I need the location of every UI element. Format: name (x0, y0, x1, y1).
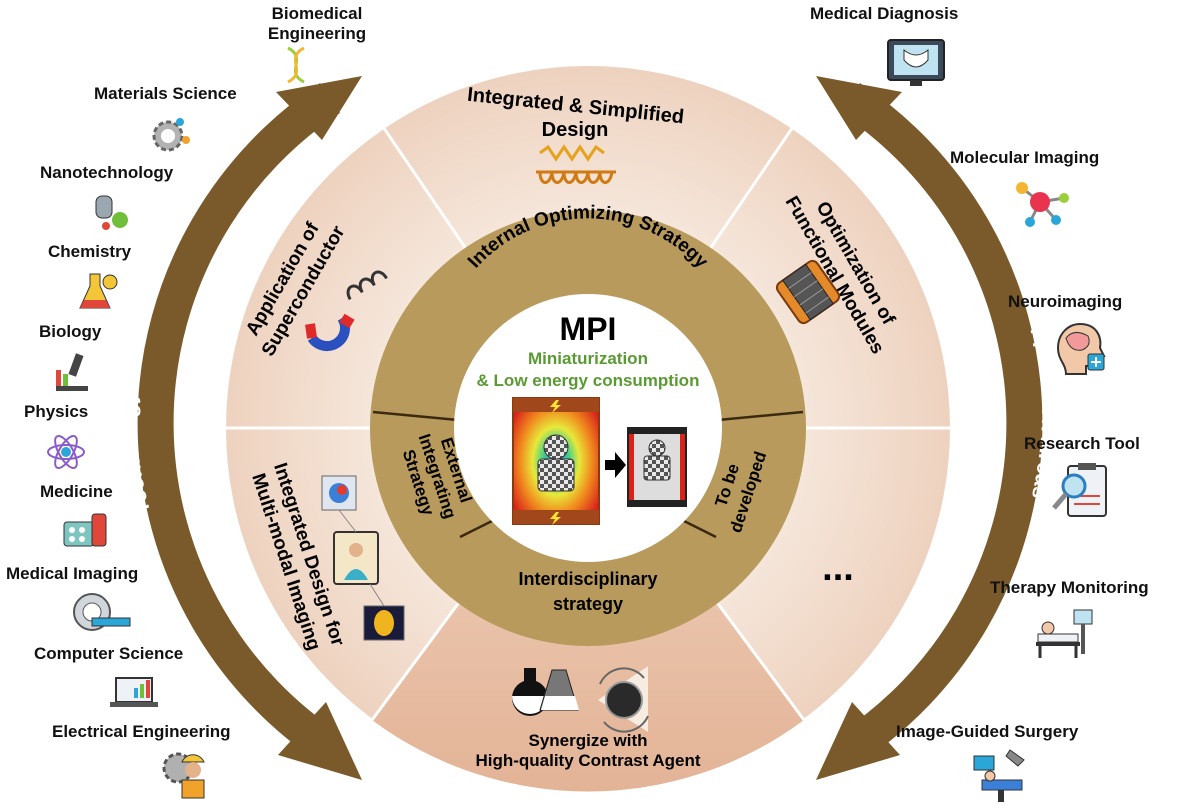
wire-spool-icon (775, 259, 841, 325)
contrast-agent-label: Synergize with High-quality Contrast Age… (475, 731, 700, 770)
tech-computer-science: Computer Science (34, 644, 184, 663)
tech-biology: Biology (39, 322, 102, 341)
brain-head-icon (1056, 322, 1106, 375)
multimodal-icon (321, 475, 405, 641)
tech-physics: Physics (24, 402, 89, 421)
tech-nanotechnology: Nanotechnology (40, 163, 174, 182)
right-arc-arrow (816, 76, 1043, 780)
app-therapy-monitoring: Therapy Monitoring (990, 578, 1149, 597)
dna-icon (287, 46, 305, 84)
tech-medical-imaging: Medical Imaging (6, 564, 139, 583)
surgery-icon (973, 749, 1025, 802)
app-medical-diagnosis: Medical Diagnosis (810, 4, 959, 23)
laptop-icon (110, 677, 158, 707)
atom-icon (47, 435, 85, 469)
interdisciplinary-label: Interdisciplinary strategy (518, 569, 657, 614)
ellipsis: ... (822, 547, 854, 589)
left-arc-arrow (137, 76, 362, 780)
magnet-spring-icon (305, 270, 388, 351)
large-device-icon (512, 397, 600, 525)
engineer-icon (162, 752, 205, 799)
svg-text:High-quality Contrast Agent: High-quality Contrast Agent (475, 751, 700, 770)
tech-electrical-engineering: Electrical Engineering (52, 722, 231, 741)
microscope-icon (56, 353, 88, 391)
tech-chemistry: Chemistry (48, 242, 132, 261)
arrow-right-icon (605, 452, 626, 478)
scanner-icon (73, 593, 131, 631)
external-strategy-label: External Integrating Strategy (399, 432, 476, 521)
app-research-tool: Research Tool (1024, 434, 1140, 453)
tech-biomedical-engineering: Biomedical Engineering (267, 4, 367, 43)
center-subtitle-1: Miniaturization (528, 349, 648, 368)
svg-text:Design: Design (542, 119, 609, 141)
pills-icon (63, 513, 107, 547)
app-molecular-imaging: Molecular Imaging (950, 148, 1100, 167)
coil-icon (536, 144, 616, 184)
small-device-icon (627, 427, 687, 507)
clipboard-magnifier-icon (1052, 463, 1107, 517)
tech-materials-science: Materials Science (94, 84, 237, 103)
contrast-agent-icon (512, 666, 649, 733)
xray-monitor-icon (887, 39, 945, 86)
svg-text:Interdisciplinary: Interdisciplinary (518, 569, 657, 589)
molecule-gear-icon (152, 118, 190, 152)
svg-text:strategy: strategy (553, 594, 623, 614)
center-subtitle-2: & Low energy consumption (477, 371, 700, 390)
app-image-guided-surgery: Image-Guided Surgery (896, 722, 1079, 741)
center-title: MPI (560, 311, 617, 347)
flask-icon (79, 273, 118, 309)
app-neuroimaging: Neuroimaging (1008, 292, 1123, 311)
patient-bed-icon (1036, 609, 1093, 658)
tech-medicine: Medicine (40, 482, 113, 501)
molecule-icon (1016, 182, 1069, 227)
svg-text:Synergize with: Synergize with (528, 731, 647, 750)
nanobot-icon (95, 195, 128, 230)
